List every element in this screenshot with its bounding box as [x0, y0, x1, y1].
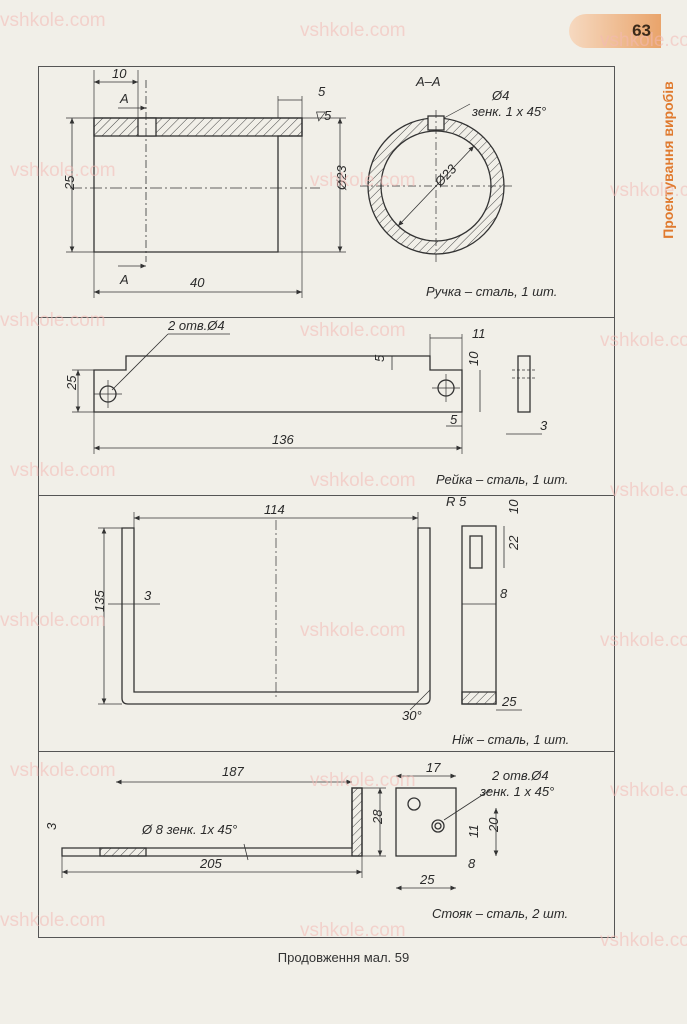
rail-labels: 2 отв.Ø4 11 5 10 25 5 136 3	[64, 318, 548, 447]
dim-10: 10	[506, 499, 521, 514]
dim-3: 3	[144, 588, 152, 603]
label-a-bottom: А	[119, 272, 129, 287]
roughness: ▽5	[314, 108, 332, 123]
stand-holes-note: 2 отв.Ø4	[491, 768, 549, 783]
dim-17: 17	[426, 760, 441, 775]
dim-135: 135	[92, 590, 107, 612]
dim-8: 8	[500, 586, 508, 601]
dim-23: Ø23	[334, 165, 349, 191]
dim-3: 3	[540, 418, 548, 433]
handle-drawing	[66, 70, 512, 298]
dim-5: 5	[318, 84, 326, 99]
caption-rail: Рейка – сталь, 1 шт.	[436, 472, 569, 487]
stand-hatch-left	[99, 847, 147, 857]
knife-drawing	[98, 512, 522, 711]
stand-labels: 187 17 2 отв.Ø4 зенк. 1 х 45° 3 Ø 8 зенк…	[44, 760, 554, 887]
handle-wall-hatch	[93, 117, 303, 137]
dim-114: 114	[264, 502, 285, 517]
dim-25: 25	[501, 694, 517, 709]
dim-25: 25	[62, 175, 77, 191]
dim-11: 11	[472, 326, 486, 341]
dim-10: 10	[112, 66, 127, 81]
stand-chamfer-note: зенк. 1 х 45°	[479, 784, 554, 799]
chamfer-note: зенк. 1 х 45°	[471, 104, 546, 119]
dim-187: 187	[222, 764, 244, 779]
stand-hatch-right	[351, 787, 363, 857]
caption-stand: Стояк – сталь, 2 шт.	[432, 906, 569, 921]
knife-outline	[121, 527, 431, 705]
stand-front-view	[395, 787, 457, 857]
dim-10: 10	[466, 351, 481, 366]
figure-footer: Продовження мал. 59	[277, 950, 410, 965]
dim-8: 8	[468, 856, 476, 871]
stand-hole-top	[407, 797, 421, 811]
knife-labels: 114 R 5 10 22 135 3 8 25 30°	[92, 494, 521, 723]
angle-30: 30°	[402, 708, 422, 723]
knife-slot	[469, 535, 483, 569]
drawing-sheet	[38, 66, 615, 938]
handle-outline	[93, 117, 303, 253]
divider	[39, 495, 614, 496]
dim-205: 205	[199, 856, 222, 871]
dim-r5: R 5	[446, 494, 467, 509]
dim-25: 25	[419, 872, 435, 887]
section-label: А–А	[415, 74, 441, 89]
dim-8-chamfer: Ø 8 зенк. 1х 45°	[141, 822, 237, 837]
label-a-top: А	[119, 91, 129, 106]
page-number: 63	[632, 21, 651, 40]
dim-136: 136	[272, 432, 294, 447]
rail-holes-note: 2 отв.Ø4	[167, 318, 225, 333]
dim-11: 11	[466, 825, 481, 839]
stand-hole-bottom	[431, 819, 445, 833]
rail-outline	[93, 355, 463, 413]
dim-28: 28	[370, 809, 385, 825]
caption-knife: Ніж – сталь, 1 шт.	[452, 732, 570, 747]
dim-22: 22	[506, 535, 521, 551]
dim-40: 40	[190, 275, 205, 290]
caption-handle: Ручка – сталь, 1 шт.	[426, 284, 558, 299]
knife-edge	[461, 691, 497, 705]
dim-hole-4: Ø4	[491, 88, 509, 103]
dim-5-bottom: 5	[450, 412, 458, 427]
knife-side-view	[461, 525, 497, 705]
dim-3: 3	[44, 822, 59, 830]
divider	[39, 317, 614, 318]
dim-20: 20	[486, 817, 501, 833]
rail-drawing	[72, 333, 542, 454]
stand-drawing	[61, 773, 499, 891]
dim-5-top: 5	[372, 354, 387, 362]
dim-25: 25	[64, 375, 79, 391]
rail-side-view	[517, 355, 531, 413]
handle-hole	[137, 117, 157, 137]
handle-labels: 10 А А 5 ▽5 25 Ø23 40 А–А Ø4 зенк. 1 х 4…	[62, 66, 546, 290]
divider	[39, 751, 614, 752]
page-number-badge: 63	[569, 14, 661, 48]
